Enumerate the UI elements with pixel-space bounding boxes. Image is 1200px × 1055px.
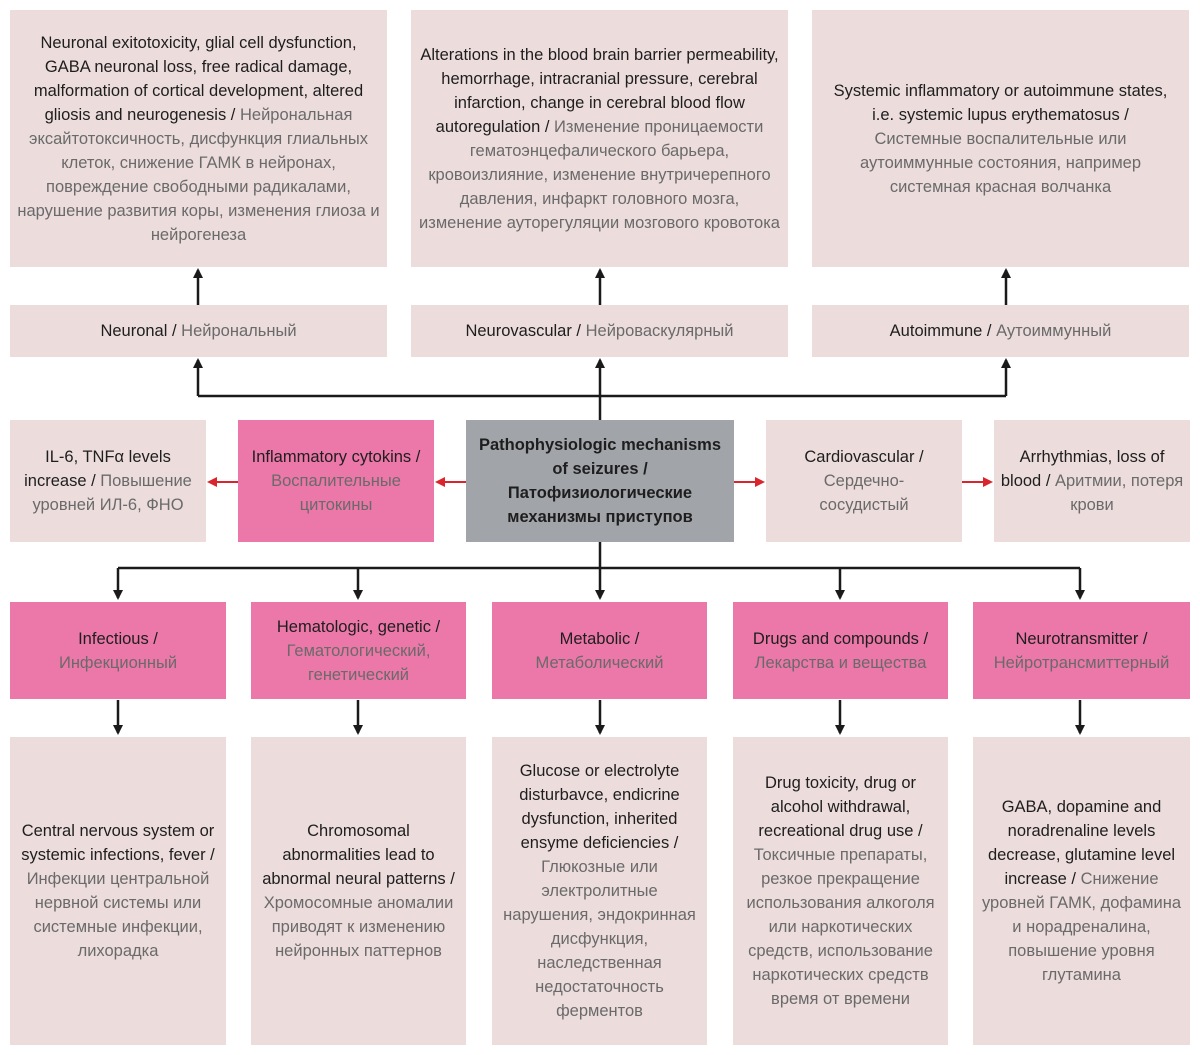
- neurotransmitter-details-box: GABA, dopamine and noradrenaline levels …: [973, 737, 1190, 1045]
- en-text: Neurovascular /: [465, 322, 582, 340]
- en-text: Alterations in the blood brain barrier p…: [420, 45, 779, 136]
- en-text: Arrhythmias, loss of blood /: [1000, 448, 1165, 490]
- neuronal-category-box: Neuronal / Нейрональный: [10, 305, 387, 357]
- hematologic-category-box: Hematologic, genetic / Гематологический, …: [251, 602, 466, 699]
- arrhythmias-box: Arrhythmias, loss of blood / Аритмии, по…: [994, 420, 1190, 542]
- metabolic-details-box: Glucose or electrolyte disturbavce, endi…: [492, 737, 707, 1045]
- ru-text: Лекарства и вещества: [754, 653, 927, 672]
- metabolic-category-box: Metabolic / Метаболический: [492, 602, 707, 699]
- en-text: Cardiovascular /: [804, 448, 924, 466]
- ru-text: Патофизиологические механизмы приступов: [507, 484, 693, 526]
- ru-text: Гематологический, генетический: [286, 641, 431, 684]
- en-text: Central nervous system or systemic infec…: [21, 822, 215, 864]
- ru-text: Воспалительные цитокины: [271, 472, 401, 514]
- ru-text: Инфекционный: [58, 653, 178, 672]
- en-text: Autoimmune /: [889, 322, 992, 340]
- inflammatory-cytokins-box: Inflammatory cytokins / Воспалительные ц…: [238, 420, 434, 542]
- en-text: Neurotransmitter /: [1015, 629, 1148, 648]
- neuronal-details-box: Neuronal exitotoxicity, glial cell dysfu…: [10, 10, 387, 267]
- autoimmune-details-box: Systemic inflammatory or autoimmune stat…: [812, 10, 1189, 267]
- ru-text: Системные воспалительные или аутоиммунны…: [859, 129, 1142, 196]
- ru-text: Метаболический: [535, 653, 664, 672]
- ru-text: Снижение уровней ГАМК, дофамина и норадр…: [981, 870, 1182, 984]
- drugs-category-box: Drugs and compounds / Лекарства и веществ…: [733, 602, 948, 699]
- ru-text: Изменение проницаемости гематоэнцефаличе…: [419, 117, 780, 232]
- infectious-category-box: Infectious / Инфекционный: [10, 602, 226, 699]
- ru-text: Нейроваскулярный: [585, 322, 734, 340]
- central-mechanisms-box: Pathophysiologic mechanisms of seizures …: [466, 420, 734, 542]
- neurotransmitter-category-box: Neurotransmitter / Нейротрансмиттерный: [973, 602, 1190, 699]
- ru-text: Аутоиммунный: [996, 322, 1112, 340]
- en-text: Metabolic /: [559, 629, 640, 648]
- ru-text: Повышение уровней ИЛ-6, ФНО: [32, 472, 192, 514]
- en-text: Drug toxicity, drug or alcohol withdrawa…: [758, 774, 923, 840]
- cardiovascular-box: Cardiovascular / Сердечно-сосудистый: [766, 420, 962, 542]
- neurovascular-category-box: Neurovascular / Нейроваскулярный: [411, 305, 788, 357]
- infectious-details-box: Central nervous system or systemic infec…: [10, 737, 226, 1045]
- en-text: Systemic inflammatory or autoimmune stat…: [833, 81, 1168, 124]
- en-text: Drugs and compounds /: [752, 629, 929, 648]
- neurovascular-details-box: Alterations in the blood brain barrier p…: [411, 10, 788, 267]
- hematologic-details-box: Chromosomal abnormalities lead to abnorm…: [251, 737, 466, 1045]
- autoimmune-category-box: Autoimmune / Аутоиммунный: [812, 305, 1189, 357]
- en-text: Hematologic, genetic /: [276, 617, 441, 636]
- il6-box: IL-6, TNFα levels increase / Повышение у…: [10, 420, 206, 542]
- ru-text: Глюкозные или электролитные нарушения, э…: [503, 858, 696, 1020]
- ru-text: Нейротрансмиттерный: [993, 653, 1170, 672]
- en-text: Chromosomal abnormalities lead to abnorm…: [262, 822, 455, 888]
- drugs-details-box: Drug toxicity, drug or alcohol withdrawa…: [733, 737, 948, 1045]
- en-text: Infectious /: [78, 629, 158, 648]
- ru-text: Хромосомные аномалии приводят к изменени…: [263, 894, 454, 960]
- ru-text: Нейрональная эксайтотоксичность, дисфунк…: [17, 105, 380, 244]
- en-text: Neuronal exitotoxicity, glial cell dysfu…: [33, 33, 364, 124]
- ru-text: Инфекции центральной нервной системы или…: [26, 870, 210, 960]
- en-text: IL-6, TNFα levels increase /: [24, 448, 171, 490]
- ru-text: Нейрональный: [181, 322, 297, 340]
- ru-text: Аритмии, потеря крови: [1055, 472, 1184, 514]
- en-text: Pathophysiologic mechanisms of seizures …: [478, 436, 722, 478]
- en-text: Neuronal /: [100, 322, 177, 340]
- ru-text: Токсичные препараты, резкое прекращение …: [746, 846, 935, 1008]
- en-text: GABA, dopamine and noradrenaline levels …: [987, 798, 1176, 888]
- en-text: Glucose or electrolyte disturbavce, endi…: [519, 762, 680, 852]
- ru-text: Сердечно-сосудистый: [819, 472, 909, 514]
- en-text: Inflammatory cytokins /: [251, 448, 421, 466]
